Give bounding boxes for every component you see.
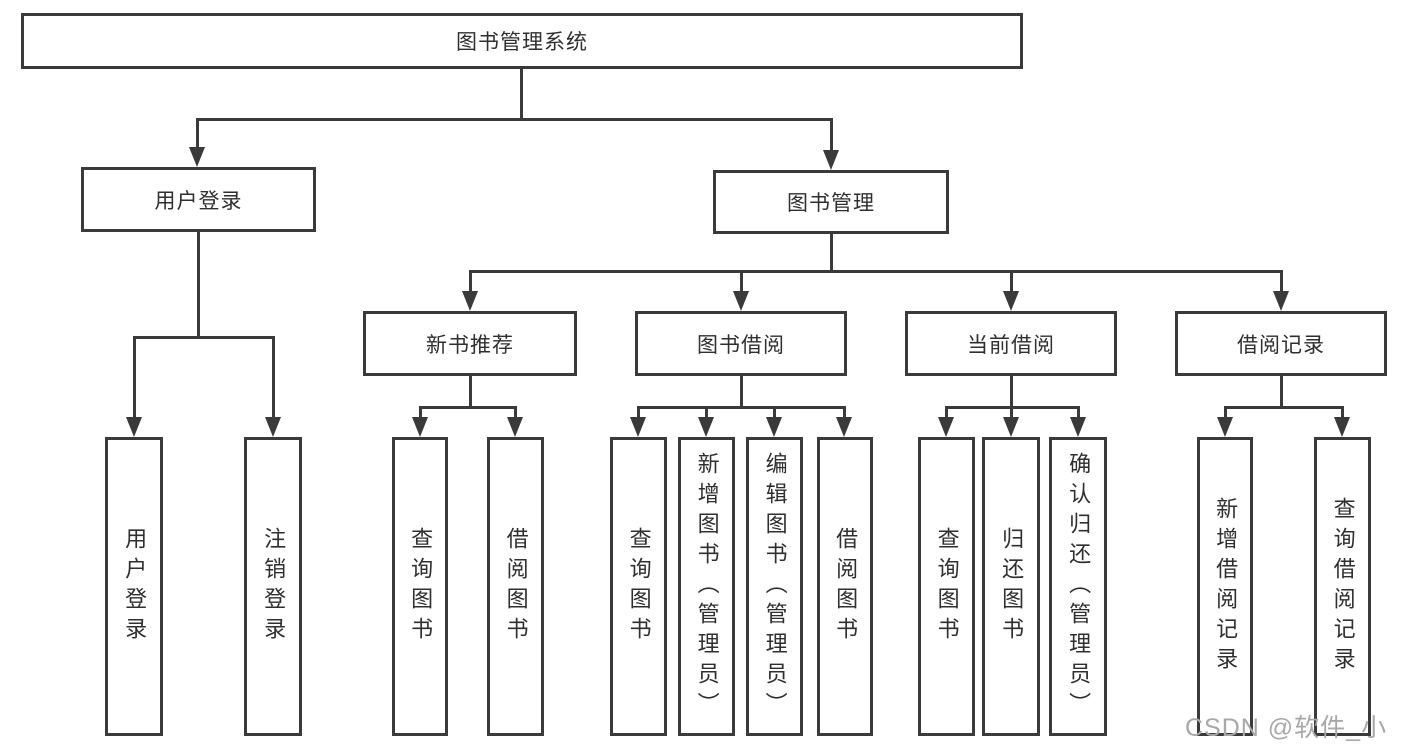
leaf-borrow-books-borrowing: 借阅图书 <box>817 437 873 736</box>
leaf-label: 查询图书 <box>408 526 434 647</box>
leaf-label: 用户登录 <box>122 526 148 647</box>
csdn-watermark: CSDN @软件_小贺同学 <box>1185 714 1388 742</box>
connector-line <box>272 336 275 420</box>
connector-line <box>1010 270 1013 295</box>
node-borrowing-records: 借阅记录 <box>1175 311 1387 376</box>
arrow-down-icon <box>1003 291 1019 311</box>
leaf-label: 新增图书（管理员） <box>694 451 720 722</box>
leaf-edit-books-admin: 编辑图书（管理员） <box>746 437 803 736</box>
connector-line <box>945 406 948 420</box>
leaf-add-borrow-record: 新增借阅记录 <box>1197 437 1253 736</box>
arrow-down-icon <box>1217 417 1233 437</box>
leaf-label: 编辑图书（管理员） <box>762 451 788 722</box>
connector-line <box>637 406 640 420</box>
connector-line <box>133 336 275 339</box>
connector-line <box>1010 406 1013 420</box>
connector-line <box>1010 376 1013 406</box>
arrow-down-icon <box>265 417 281 437</box>
connector-line <box>520 69 523 118</box>
leaf-label: 新增借阅记录 <box>1213 496 1239 677</box>
leaf-confirm-return-admin: 确认归还（管理员） <box>1049 437 1107 736</box>
connector-line <box>637 406 846 409</box>
connector-line <box>1280 376 1283 406</box>
connector-line <box>133 336 136 420</box>
node-new-book-recommendation: 新书推荐 <box>363 311 577 376</box>
connector-line <box>705 406 708 420</box>
connector-line <box>419 406 422 420</box>
node-current-borrowing: 当前借阅 <box>905 311 1117 376</box>
node-library-system: 图书管理系统 <box>21 13 1023 69</box>
connector-line <box>1077 406 1080 420</box>
leaf-query-borrow-record: 查询借阅记录 <box>1314 437 1371 736</box>
arrow-down-icon <box>126 417 142 437</box>
connector-line <box>514 406 517 420</box>
connector-line <box>830 118 833 153</box>
arrow-down-icon <box>1003 417 1019 437</box>
node-label: 新书推荐 <box>426 333 514 357</box>
arrow-down-icon <box>1070 417 1086 437</box>
leaf-label: 归还图书 <box>999 526 1025 647</box>
node-book-management: 图书管理 <box>713 170 949 234</box>
node-label: 图书借阅 <box>697 333 785 357</box>
leaf-add-books-admin: 新增图书（管理员） <box>678 437 735 736</box>
arrow-down-icon <box>630 417 646 437</box>
arrow-down-icon <box>938 417 954 437</box>
leaf-label: 确认归还（管理员） <box>1066 451 1092 722</box>
leaf-label: 借阅图书 <box>503 526 529 647</box>
arrow-down-icon <box>766 417 782 437</box>
leaf-user-login: 用户登录 <box>105 437 163 736</box>
leaf-borrow-books-newbooks: 借阅图书 <box>487 437 544 736</box>
leaf-query-books-borrowing: 查询图书 <box>610 437 667 736</box>
connector-line <box>773 406 776 420</box>
arrow-down-icon <box>189 147 205 167</box>
connector-line <box>469 376 472 406</box>
node-book-borrowing: 图书借阅 <box>635 311 847 376</box>
connector-line <box>740 270 743 295</box>
leaf-label: 借阅图书 <box>833 526 859 647</box>
arrow-down-icon <box>507 417 523 437</box>
connector-line <box>196 118 833 121</box>
leaf-return-books: 归还图书 <box>982 437 1040 736</box>
connector-line <box>197 232 200 336</box>
connector-line <box>740 376 743 406</box>
leaf-label: 查询图书 <box>934 526 960 647</box>
connector-line <box>1224 406 1227 420</box>
leaf-label: 注销登录 <box>261 526 287 647</box>
connector-line <box>469 270 472 295</box>
node-label: 图书管理系统 <box>456 31 588 54</box>
connector-line <box>1224 406 1344 409</box>
node-label: 用户登录 <box>154 189 243 213</box>
connector-line <box>419 406 517 409</box>
arrow-down-icon <box>823 150 839 170</box>
leaf-label: 查询图书 <box>626 526 652 647</box>
leaf-logout: 注销登录 <box>244 437 302 736</box>
connector-line <box>830 234 833 270</box>
arrow-down-icon <box>1273 291 1289 311</box>
arrow-down-icon <box>698 417 714 437</box>
arrow-down-icon <box>1334 417 1350 437</box>
connector-line <box>1280 270 1283 295</box>
connector-line <box>843 406 846 420</box>
connector-line <box>469 270 1282 273</box>
leaf-label: 查询借阅记录 <box>1330 496 1356 677</box>
arrow-down-icon <box>836 417 852 437</box>
node-user-login: 用户登录 <box>81 167 316 232</box>
arrow-down-icon <box>733 291 749 311</box>
node-label: 当前借阅 <box>967 333 1055 357</box>
arrow-down-icon <box>412 417 428 437</box>
node-label: 图书管理 <box>787 192 875 215</box>
leaf-query-books-newbooks: 查询图书 <box>392 437 448 736</box>
node-label: 借阅记录 <box>1237 333 1325 357</box>
connector-line <box>196 118 199 150</box>
arrow-down-icon <box>462 291 478 311</box>
leaf-query-books-current: 查询图书 <box>918 437 975 736</box>
connector-line <box>1341 406 1344 420</box>
